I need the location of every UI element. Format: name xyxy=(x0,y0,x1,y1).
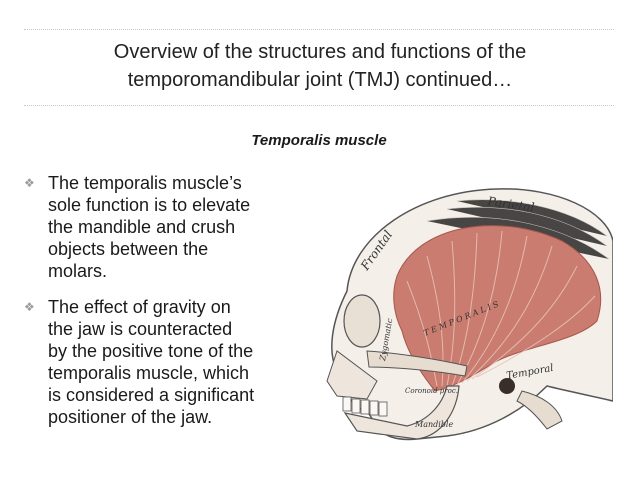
top-divider xyxy=(24,29,614,30)
bullet-line: The temporalis muscle’s xyxy=(48,173,242,193)
slide-title-line-1: Overview of the structures and functions… xyxy=(113,41,527,63)
bullet-diamond-icon: ❖ xyxy=(24,176,35,190)
bullet-line: is considered a significant xyxy=(48,385,255,405)
maxilla xyxy=(326,350,378,400)
label-mandible: Mandible xyxy=(414,420,453,429)
teeth xyxy=(342,396,388,417)
skull-illustration-svg: Parietal Frontal T E M P O R A L I S Zyg… xyxy=(326,188,613,441)
bullet-line: objects between the xyxy=(48,239,209,259)
bottom-divider xyxy=(24,105,614,106)
mandible xyxy=(343,385,460,440)
orbit xyxy=(343,294,381,348)
bullet-line: The effect of gravity on xyxy=(48,297,231,317)
label-coronoid: Coronoid proc. xyxy=(405,387,458,395)
label-parietal: Parietal xyxy=(486,194,536,215)
bullet-line: the jaw is counteracted xyxy=(48,319,233,339)
bullet-diamond-icon: ❖ xyxy=(24,300,35,314)
zygomatic-arch xyxy=(366,350,468,377)
bullet-list: ❖ The temporalis muscle’s sole function … xyxy=(24,172,304,442)
ear-canal xyxy=(499,378,515,394)
bullet-line: the mandible and crush xyxy=(48,217,236,237)
temporalis-muscle xyxy=(393,225,602,392)
bullet-item-2: ❖ The effect of gravity on the jaw is co… xyxy=(24,296,304,428)
slide-title: Overview of the structures and functions… xyxy=(60,38,580,94)
bullet-line: by the positive tone of the xyxy=(48,341,254,361)
section-subtitle: Temporalis muscle xyxy=(251,132,387,149)
mastoid xyxy=(516,390,563,430)
bullet-line: temporalis muscle, which xyxy=(48,363,250,383)
bullet-line: molars. xyxy=(48,261,108,281)
bullet-line: positioner of the jaw. xyxy=(48,407,213,427)
bullet-line: sole function is to elevate xyxy=(48,195,251,215)
bullet-item-1: ❖ The temporalis muscle’s sole function … xyxy=(24,172,304,282)
slide-title-line-2: temporomandibular joint (TMJ) continued… xyxy=(127,69,513,91)
skull-temporalis-illustration: Parietal Frontal T E M P O R A L I S Zyg… xyxy=(307,181,613,443)
